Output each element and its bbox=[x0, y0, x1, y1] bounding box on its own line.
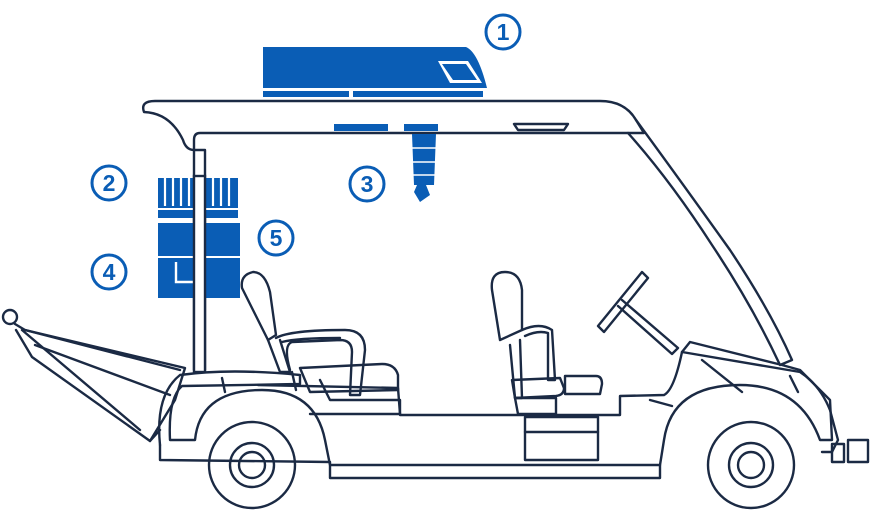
callout-2: 2 bbox=[90, 164, 128, 202]
roof-canopy bbox=[141, 99, 646, 152]
front-bumper bbox=[830, 438, 870, 464]
front-wheel bbox=[706, 420, 796, 510]
steering bbox=[596, 270, 680, 356]
callout-1: 1 bbox=[484, 13, 522, 51]
rear-post-front bbox=[192, 174, 207, 374]
cart-outline bbox=[1, 99, 870, 510]
rear-wheel bbox=[207, 420, 297, 510]
roof-vent bbox=[512, 122, 570, 132]
body-details bbox=[220, 358, 800, 408]
callout-2-label: 2 bbox=[103, 170, 116, 196]
callout-5: 5 bbox=[257, 219, 295, 257]
component-1-roof-unit bbox=[263, 47, 487, 97]
tow-boom bbox=[1, 308, 187, 443]
callout-5-label: 5 bbox=[270, 225, 283, 251]
rear-seat bbox=[240, 270, 402, 416]
callouts: 1 2 3 4 5 bbox=[90, 13, 522, 291]
callout-3: 3 bbox=[348, 165, 386, 203]
callout-3-label: 3 bbox=[361, 171, 374, 197]
callout-4-label: 4 bbox=[103, 259, 116, 285]
front-fender bbox=[680, 350, 840, 454]
cart-body bbox=[158, 340, 834, 467]
callout-1-label: 1 bbox=[497, 19, 510, 45]
front-frame bbox=[626, 118, 794, 367]
component-3-duct-unit bbox=[334, 124, 438, 202]
front-seat bbox=[490, 270, 604, 462]
callout-4: 4 bbox=[90, 253, 128, 291]
